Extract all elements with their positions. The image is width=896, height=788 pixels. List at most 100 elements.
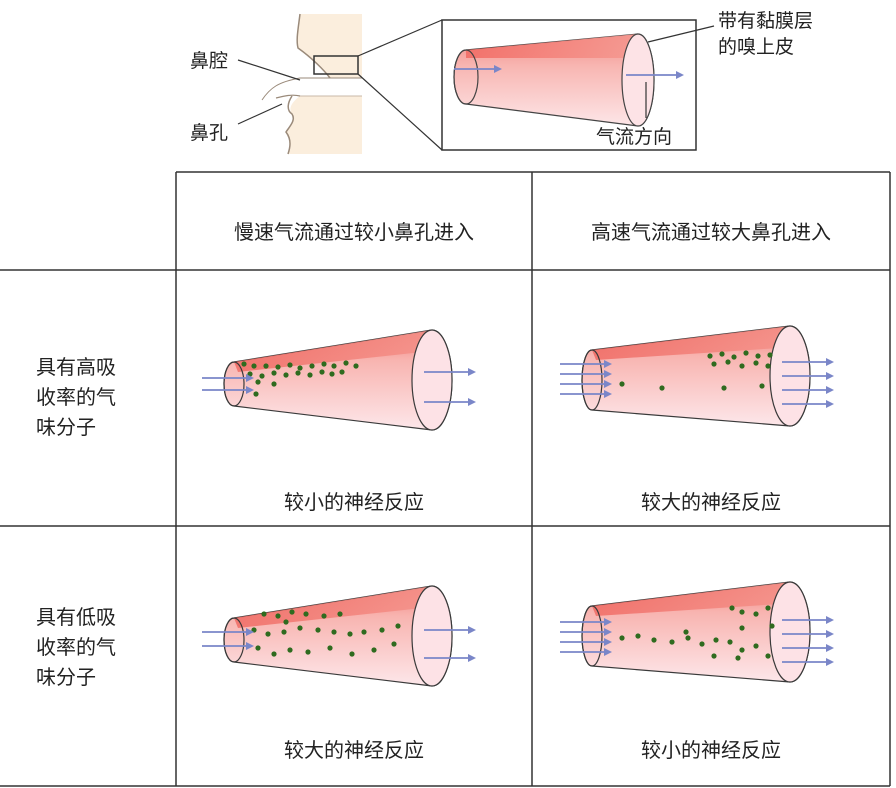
- zoom-line-bottom: [357, 73, 443, 151]
- inflow-arrow-head: [604, 618, 612, 626]
- molecule-dot: [353, 363, 359, 369]
- molecule-dot: [739, 609, 745, 615]
- molecule-dot: [319, 369, 325, 375]
- molecule-dot: [727, 639, 733, 645]
- molecule-dot: [711, 653, 717, 659]
- molecule-dot: [755, 353, 761, 359]
- outflow-arrow-head: [826, 372, 834, 380]
- molecule-dot: [241, 361, 247, 367]
- cone-top-high-fast: [592, 326, 790, 360]
- molecule-dot: [759, 383, 765, 389]
- molecule-dot: [339, 369, 345, 375]
- row-header-low-absorption: 具有低吸 收率的气 味分子: [36, 602, 146, 692]
- molecule-dot: [305, 649, 311, 655]
- molecule-dot: [739, 625, 745, 631]
- molecule-dot: [743, 350, 749, 356]
- molecule-dot: [263, 363, 269, 369]
- row-header-low-line3: 味分子: [36, 665, 96, 689]
- molecule-dot: [721, 385, 727, 391]
- molecule-dot: [287, 362, 293, 368]
- molecule-dot: [303, 611, 309, 617]
- col-header-fast-large: 高速气流通过较大鼻孔进入: [591, 220, 831, 244]
- row-header-high-absorption: 具有高吸 收率的气 味分子: [36, 352, 146, 442]
- molecule-dot: [371, 647, 377, 653]
- molecule-dot: [271, 381, 277, 387]
- inflow-arrow-head: [604, 628, 612, 636]
- molecule-dot: [683, 629, 689, 635]
- outflow-arrow-head: [468, 368, 476, 376]
- inflow-arrow-head: [604, 380, 612, 388]
- molecule-dot: [391, 641, 397, 647]
- outflow-arrow-head: [468, 398, 476, 406]
- molecule-dot: [253, 391, 259, 397]
- molecule-dot: [735, 655, 741, 661]
- molecule-dot: [251, 363, 257, 369]
- molecule-dot: [343, 360, 349, 366]
- label-nasal-cavity: 鼻腔: [190, 50, 229, 72]
- molecule-dot: [713, 637, 719, 643]
- molecule-dot: [395, 623, 401, 629]
- molecule-dot: [321, 361, 327, 367]
- molecule-dot: [769, 623, 775, 629]
- molecule-dot: [331, 363, 337, 369]
- molecule-dot: [349, 651, 355, 657]
- inflow-arrow-head: [246, 642, 254, 650]
- response-low-slow: 较大的神经反应: [284, 738, 424, 762]
- molecule-dot: [289, 609, 295, 615]
- molecule-dot: [699, 641, 705, 647]
- row-header-high-line2: 收率的气: [36, 385, 116, 409]
- label-epithelium-line1: 带有黏膜层: [718, 10, 814, 32]
- cone-outlet-low-fast: [769, 581, 811, 683]
- inflow-arrow-head: [246, 386, 254, 394]
- outflow-arrow-head: [826, 616, 834, 624]
- molecule-dot: [619, 381, 625, 387]
- molecule-dot: [315, 627, 321, 633]
- molecule-dot: [635, 633, 641, 639]
- cone-inlet-high-slow: [223, 361, 245, 407]
- outflow-arrow-head: [468, 654, 476, 662]
- label-epithelium-line2: 的嗅上皮: [718, 36, 795, 58]
- molecule-dot: [295, 370, 301, 376]
- molecule-dot: [347, 631, 353, 637]
- response-high-fast: 较大的神经反应: [641, 490, 781, 514]
- molecule-dot: [739, 647, 745, 653]
- molecule-dot: [753, 360, 759, 366]
- molecule-dot: [337, 611, 343, 617]
- molecule-dot: [255, 645, 261, 651]
- molecule-dot: [765, 363, 771, 369]
- molecule-dot: [271, 370, 277, 376]
- col-header-slow-small: 慢速气流通过较小鼻孔进入: [234, 220, 474, 244]
- molecule-dot: [719, 351, 725, 357]
- inflow-arrow-head: [604, 360, 612, 368]
- zoom-line-top: [357, 19, 443, 57]
- molecule-dot: [619, 635, 625, 641]
- inflow-arrow-head: [604, 390, 612, 398]
- inflow-arrow-head: [604, 638, 612, 646]
- inflow-arrow-head: [604, 370, 612, 378]
- cone-top-low-fast: [592, 582, 790, 616]
- molecule-dot: [725, 359, 731, 365]
- cone-outlet-high-slow: [411, 329, 453, 431]
- cone-top-high-slow: [234, 330, 432, 372]
- row-header-high-line1: 具有高吸: [36, 355, 116, 379]
- molecule-dot: [767, 352, 773, 358]
- molecule-dot: [331, 629, 337, 635]
- cone-inlet-low-slow: [223, 617, 245, 663]
- label-airflow-direction: 气流方向: [596, 126, 673, 148]
- molecule-dot: [651, 637, 657, 643]
- cone-inlet-high-fast: [581, 349, 603, 411]
- molecule-dot: [765, 605, 771, 611]
- molecule-dot: [261, 611, 267, 617]
- label-nostril: 鼻孔: [190, 122, 229, 144]
- row-header-high-line3: 味分子: [36, 415, 96, 439]
- outflow-arrow-head: [468, 626, 476, 634]
- face-profile: [261, 13, 362, 155]
- molecule-dot: [327, 645, 333, 651]
- molecule-dot: [379, 627, 385, 633]
- molecule-dot: [275, 613, 281, 619]
- molecule-dot: [765, 653, 771, 659]
- molecule-dot: [707, 353, 713, 359]
- leader-nasal-cavity: [237, 59, 301, 81]
- leader-epithelium: [647, 25, 715, 43]
- outflow-arrow-head: [826, 358, 834, 366]
